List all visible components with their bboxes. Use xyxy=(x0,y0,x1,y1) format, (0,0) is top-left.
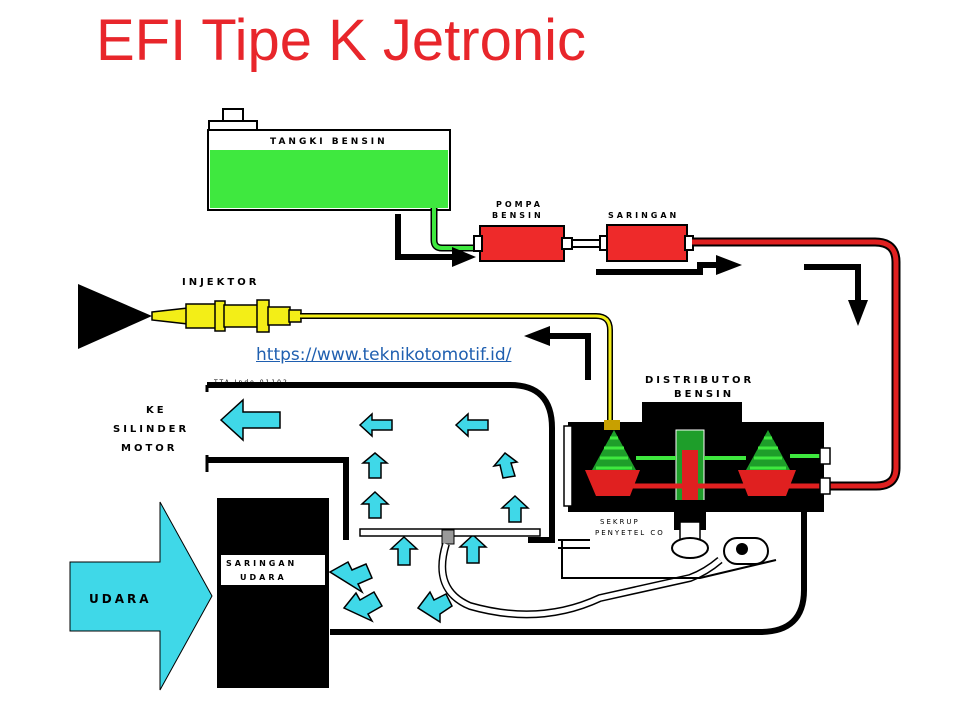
watermark-link[interactable]: https://www.teknikotomotif.id/ xyxy=(256,345,512,365)
page-title: EFI Tipe K Jetronic xyxy=(96,8,586,73)
flow-arrow-down xyxy=(804,264,868,326)
to-cylinder-label-3: MOTOR xyxy=(121,443,177,454)
flow-arrow-filter xyxy=(596,255,742,275)
fuel-pump: POMPA BENSIN xyxy=(473,200,573,262)
flow-arrow-tank xyxy=(395,214,476,267)
fuel-pump-label-2: BENSIN xyxy=(492,211,544,220)
distributor-label-1: DISTRIBUTOR xyxy=(645,375,754,386)
air-label: UDARA xyxy=(89,592,152,606)
fuel-distributor: DISTRIBUTOR BENSIN xyxy=(563,375,831,559)
distributor-label-2: BENSIN xyxy=(674,389,734,400)
sensor-plate xyxy=(359,528,777,619)
intake-housing: TTA Indo 01102 xyxy=(205,379,807,635)
injector-line xyxy=(300,313,613,420)
injector: INJEKTOR xyxy=(78,277,302,349)
fuel-filter: SARINGAN xyxy=(599,211,694,262)
fuel-tank: TANGKI BENSIN xyxy=(207,108,451,211)
fuel-tank-label: TANGKI BENSIN xyxy=(270,137,388,147)
fuel-pump-label-1: POMPA xyxy=(496,200,543,209)
air-filter: SARINGAN UDARA xyxy=(217,498,329,688)
airflow-arrows xyxy=(219,398,530,624)
fuel-filter-label: SARINGAN xyxy=(608,211,679,220)
co-screw-label-1: SEKRUP xyxy=(600,518,640,526)
to-cylinder-label-2: SILINDER xyxy=(113,424,189,435)
injector-label: INJEKTOR xyxy=(182,277,259,288)
to-cylinder-label-1: KE xyxy=(146,405,167,416)
air-filter-label-1: SARINGAN xyxy=(226,559,297,568)
co-screw-label-2: PENYETEL CO xyxy=(595,529,665,537)
air-filter-label-2: UDARA xyxy=(240,573,287,582)
air-intake-arrow: UDARA xyxy=(69,501,213,691)
flow-arrow-injector xyxy=(524,326,591,380)
